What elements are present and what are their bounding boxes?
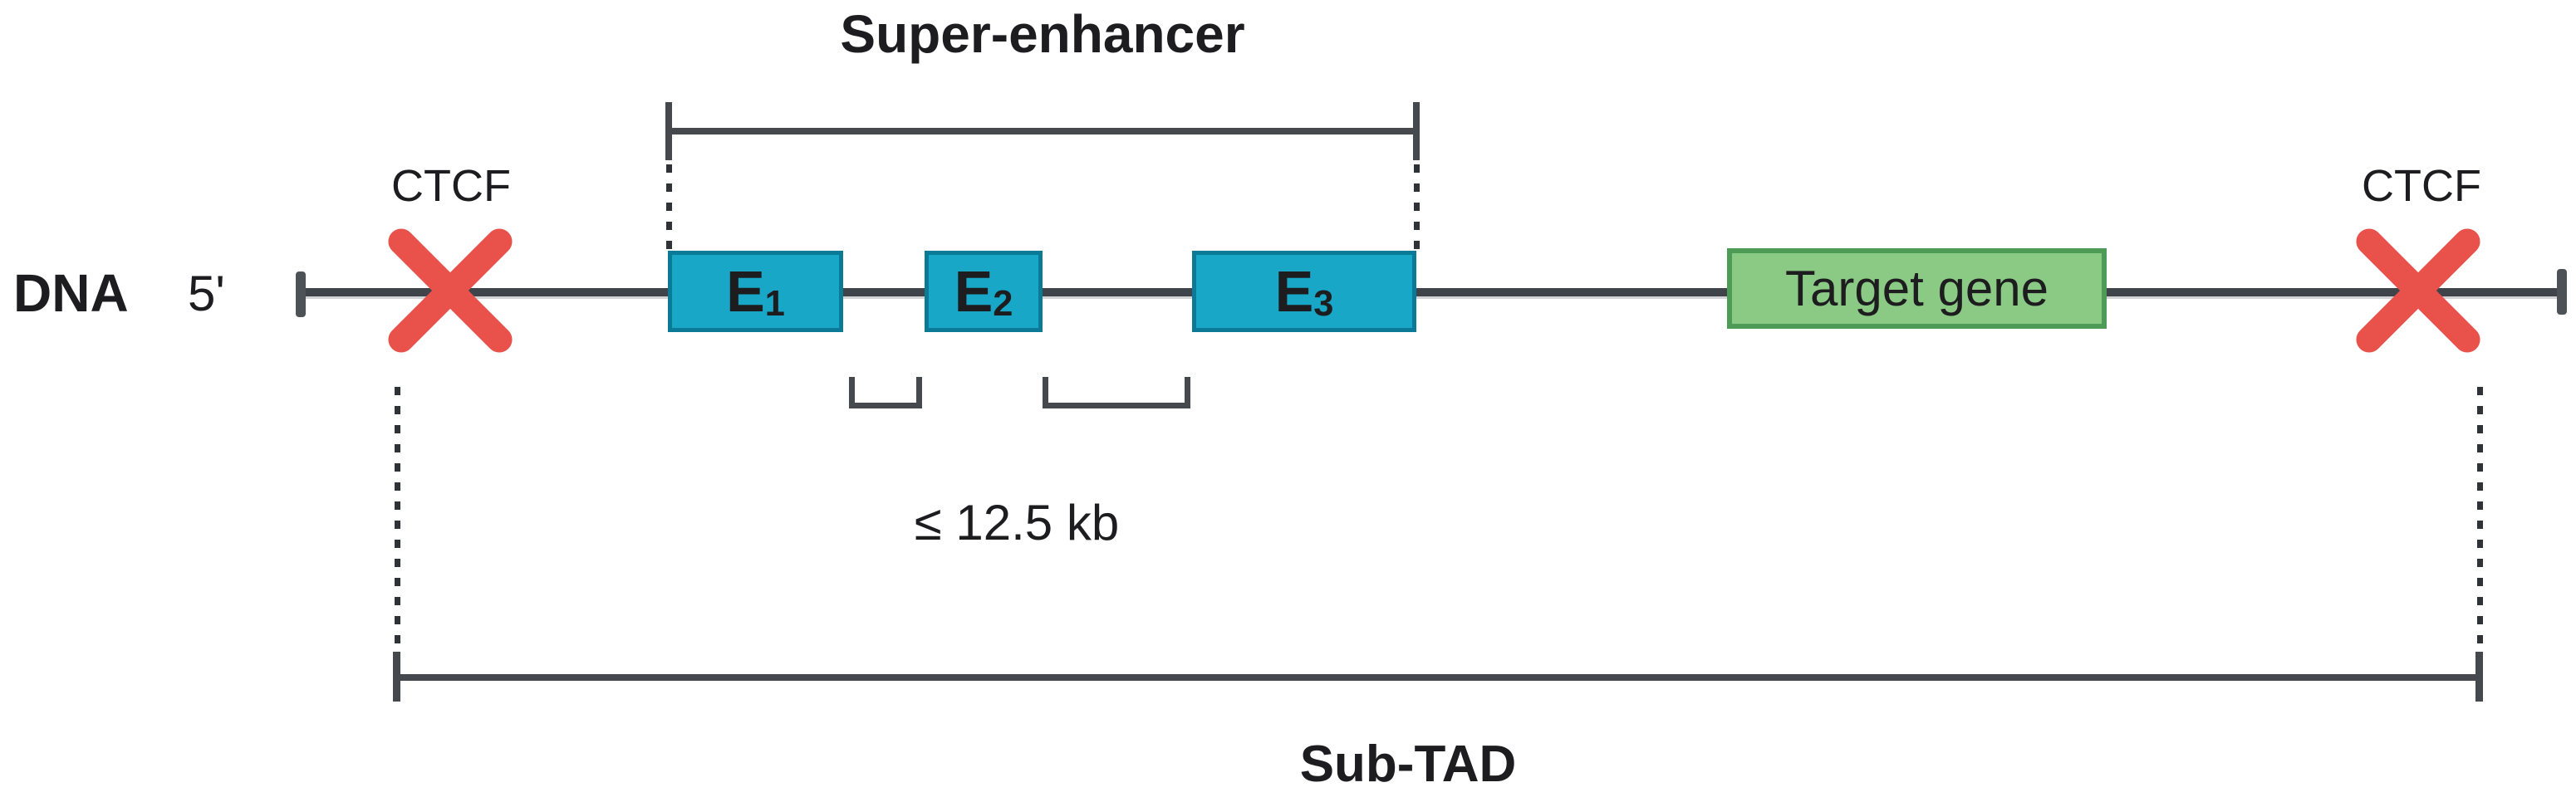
ctcf-label-right: CTCF xyxy=(2362,161,2481,211)
super-enhancer-bracket-tick-left xyxy=(665,102,672,160)
enhancer-box-e1: E1 xyxy=(668,251,843,332)
enhancer-label-e3: E3 xyxy=(1274,259,1334,325)
ctcf-label-left: CTCF xyxy=(391,161,511,211)
dashed-line-subtad-left xyxy=(395,387,400,649)
dna-end-tick-left xyxy=(296,271,306,317)
enhancer-box-e2: E2 xyxy=(925,251,1043,332)
target-gene-label: Target gene xyxy=(1785,260,2049,316)
gap-bracket-e1-e2 xyxy=(849,377,922,408)
super-enhancer-bracket-line xyxy=(669,128,1416,134)
ctcf-deleted-x-icon-left xyxy=(383,223,518,358)
distance-label: ≤ 12.5 kb xyxy=(914,495,1120,550)
enhancer-box-e3: E3 xyxy=(1192,251,1416,332)
super-enhancer-bracket-tick-right xyxy=(1413,102,1420,160)
enhancer-label-e1: E1 xyxy=(726,259,785,325)
sub-tad-label: Sub-TAD xyxy=(1299,736,1517,793)
dashed-line-subtad-right xyxy=(2477,387,2483,645)
sub-tad-bracket-tick-left xyxy=(393,652,400,702)
dashed-line-enhancer-left xyxy=(666,164,672,249)
five-prime-label: 5' xyxy=(188,266,225,321)
ctcf-deleted-x-icon-right xyxy=(2351,223,2485,358)
dna-label: DNA xyxy=(13,263,129,323)
sub-tad-bracket-line xyxy=(397,674,2480,681)
target-gene-box: Target gene xyxy=(1727,248,2107,329)
dna-line xyxy=(301,288,2562,296)
gap-bracket-e2-e3 xyxy=(1043,377,1190,408)
enhancer-label-e2: E2 xyxy=(954,259,1013,325)
sub-tad-bracket-tick-right xyxy=(2475,652,2483,702)
dashed-line-enhancer-right xyxy=(1414,164,1420,249)
dna-end-tick-right xyxy=(2557,269,2567,315)
super-enhancer-label: Super-enhancer xyxy=(840,4,1245,64)
